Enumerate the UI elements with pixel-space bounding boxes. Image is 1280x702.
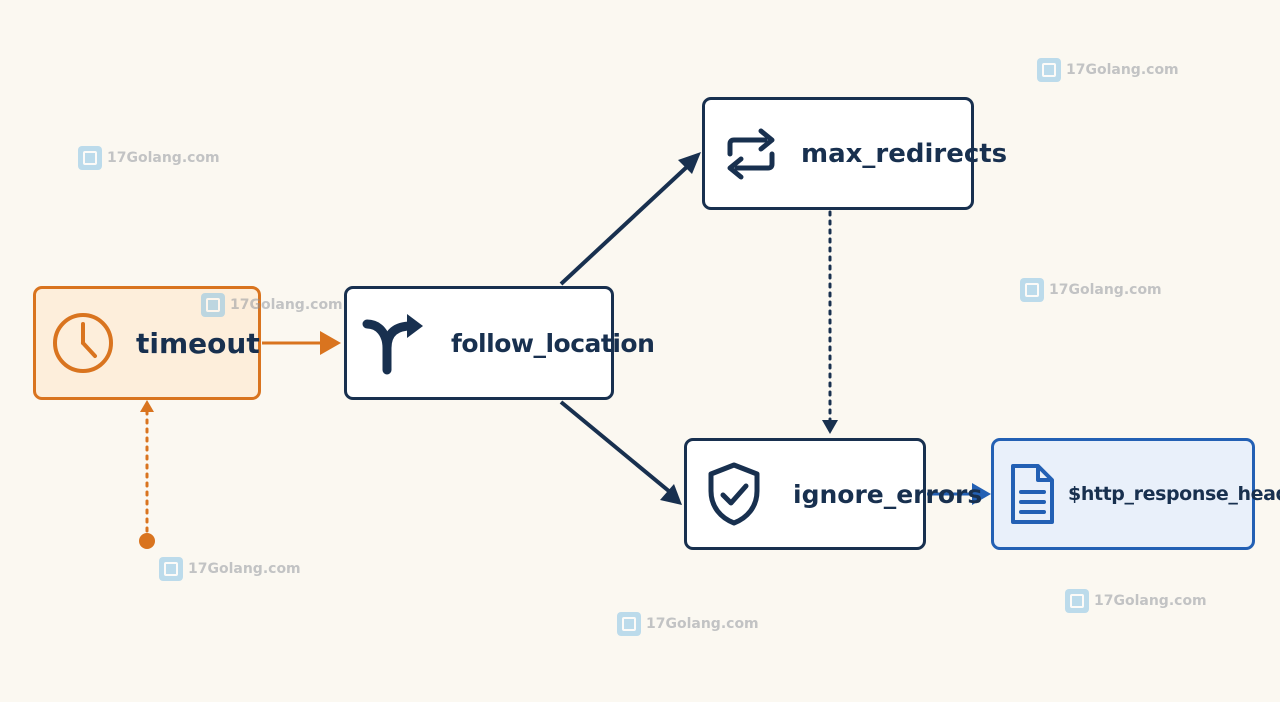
arrow-follow-location-to-max-redirects xyxy=(559,152,701,286)
watermark: 17Golang.com xyxy=(1020,278,1162,302)
node-follow-location: follow_location xyxy=(344,286,655,400)
watermark-logo-icon xyxy=(78,146,102,170)
dotted-arrow-into-timeout xyxy=(139,400,155,549)
node-http-response-header: $http_response_header xyxy=(991,438,1280,550)
node-ignore-errors-label: ignore_errors xyxy=(793,479,983,509)
watermark: 17Golang.com xyxy=(201,293,343,317)
node-max-redirects: max_redirects xyxy=(702,97,1007,210)
shield-check-icon xyxy=(708,462,760,526)
node-ignore-errors: ignore_errors xyxy=(684,438,982,550)
node-http-response-header-label: $http_response_header xyxy=(1068,483,1280,505)
dotted-arrow-max-redirects-to-ignore-errors xyxy=(822,210,838,434)
watermark-logo-icon xyxy=(159,557,183,581)
clock-icon xyxy=(53,313,113,373)
watermark-logo-icon xyxy=(201,293,225,317)
watermark-logo-icon xyxy=(1020,278,1044,302)
arrow-timeout-to-follow-location xyxy=(262,331,341,355)
watermark-logo-icon xyxy=(617,612,641,636)
watermark: 17Golang.com xyxy=(1065,589,1207,613)
node-follow-location-label: follow_location xyxy=(451,328,655,358)
document-icon xyxy=(1011,464,1054,524)
watermark-logo-icon xyxy=(1037,58,1061,82)
source-dot xyxy=(139,533,155,549)
repeat-icon xyxy=(727,128,775,179)
node-timeout-label: timeout xyxy=(136,326,260,360)
arrow-follow-location-to-ignore-errors xyxy=(559,400,682,505)
watermark: 17Golang.com xyxy=(1037,58,1179,82)
watermark: 17Golang.com xyxy=(159,557,301,581)
watermark: 17Golang.com xyxy=(78,146,220,170)
watermark: 17Golang.com xyxy=(617,612,759,636)
watermark-logo-icon xyxy=(1065,589,1089,613)
node-timeout: timeout xyxy=(33,286,261,400)
arrow-ignore-errors-to-http-response-header xyxy=(927,483,991,505)
node-max-redirects-label: max_redirects xyxy=(801,138,1008,169)
fork-arrow-icon xyxy=(362,314,423,375)
